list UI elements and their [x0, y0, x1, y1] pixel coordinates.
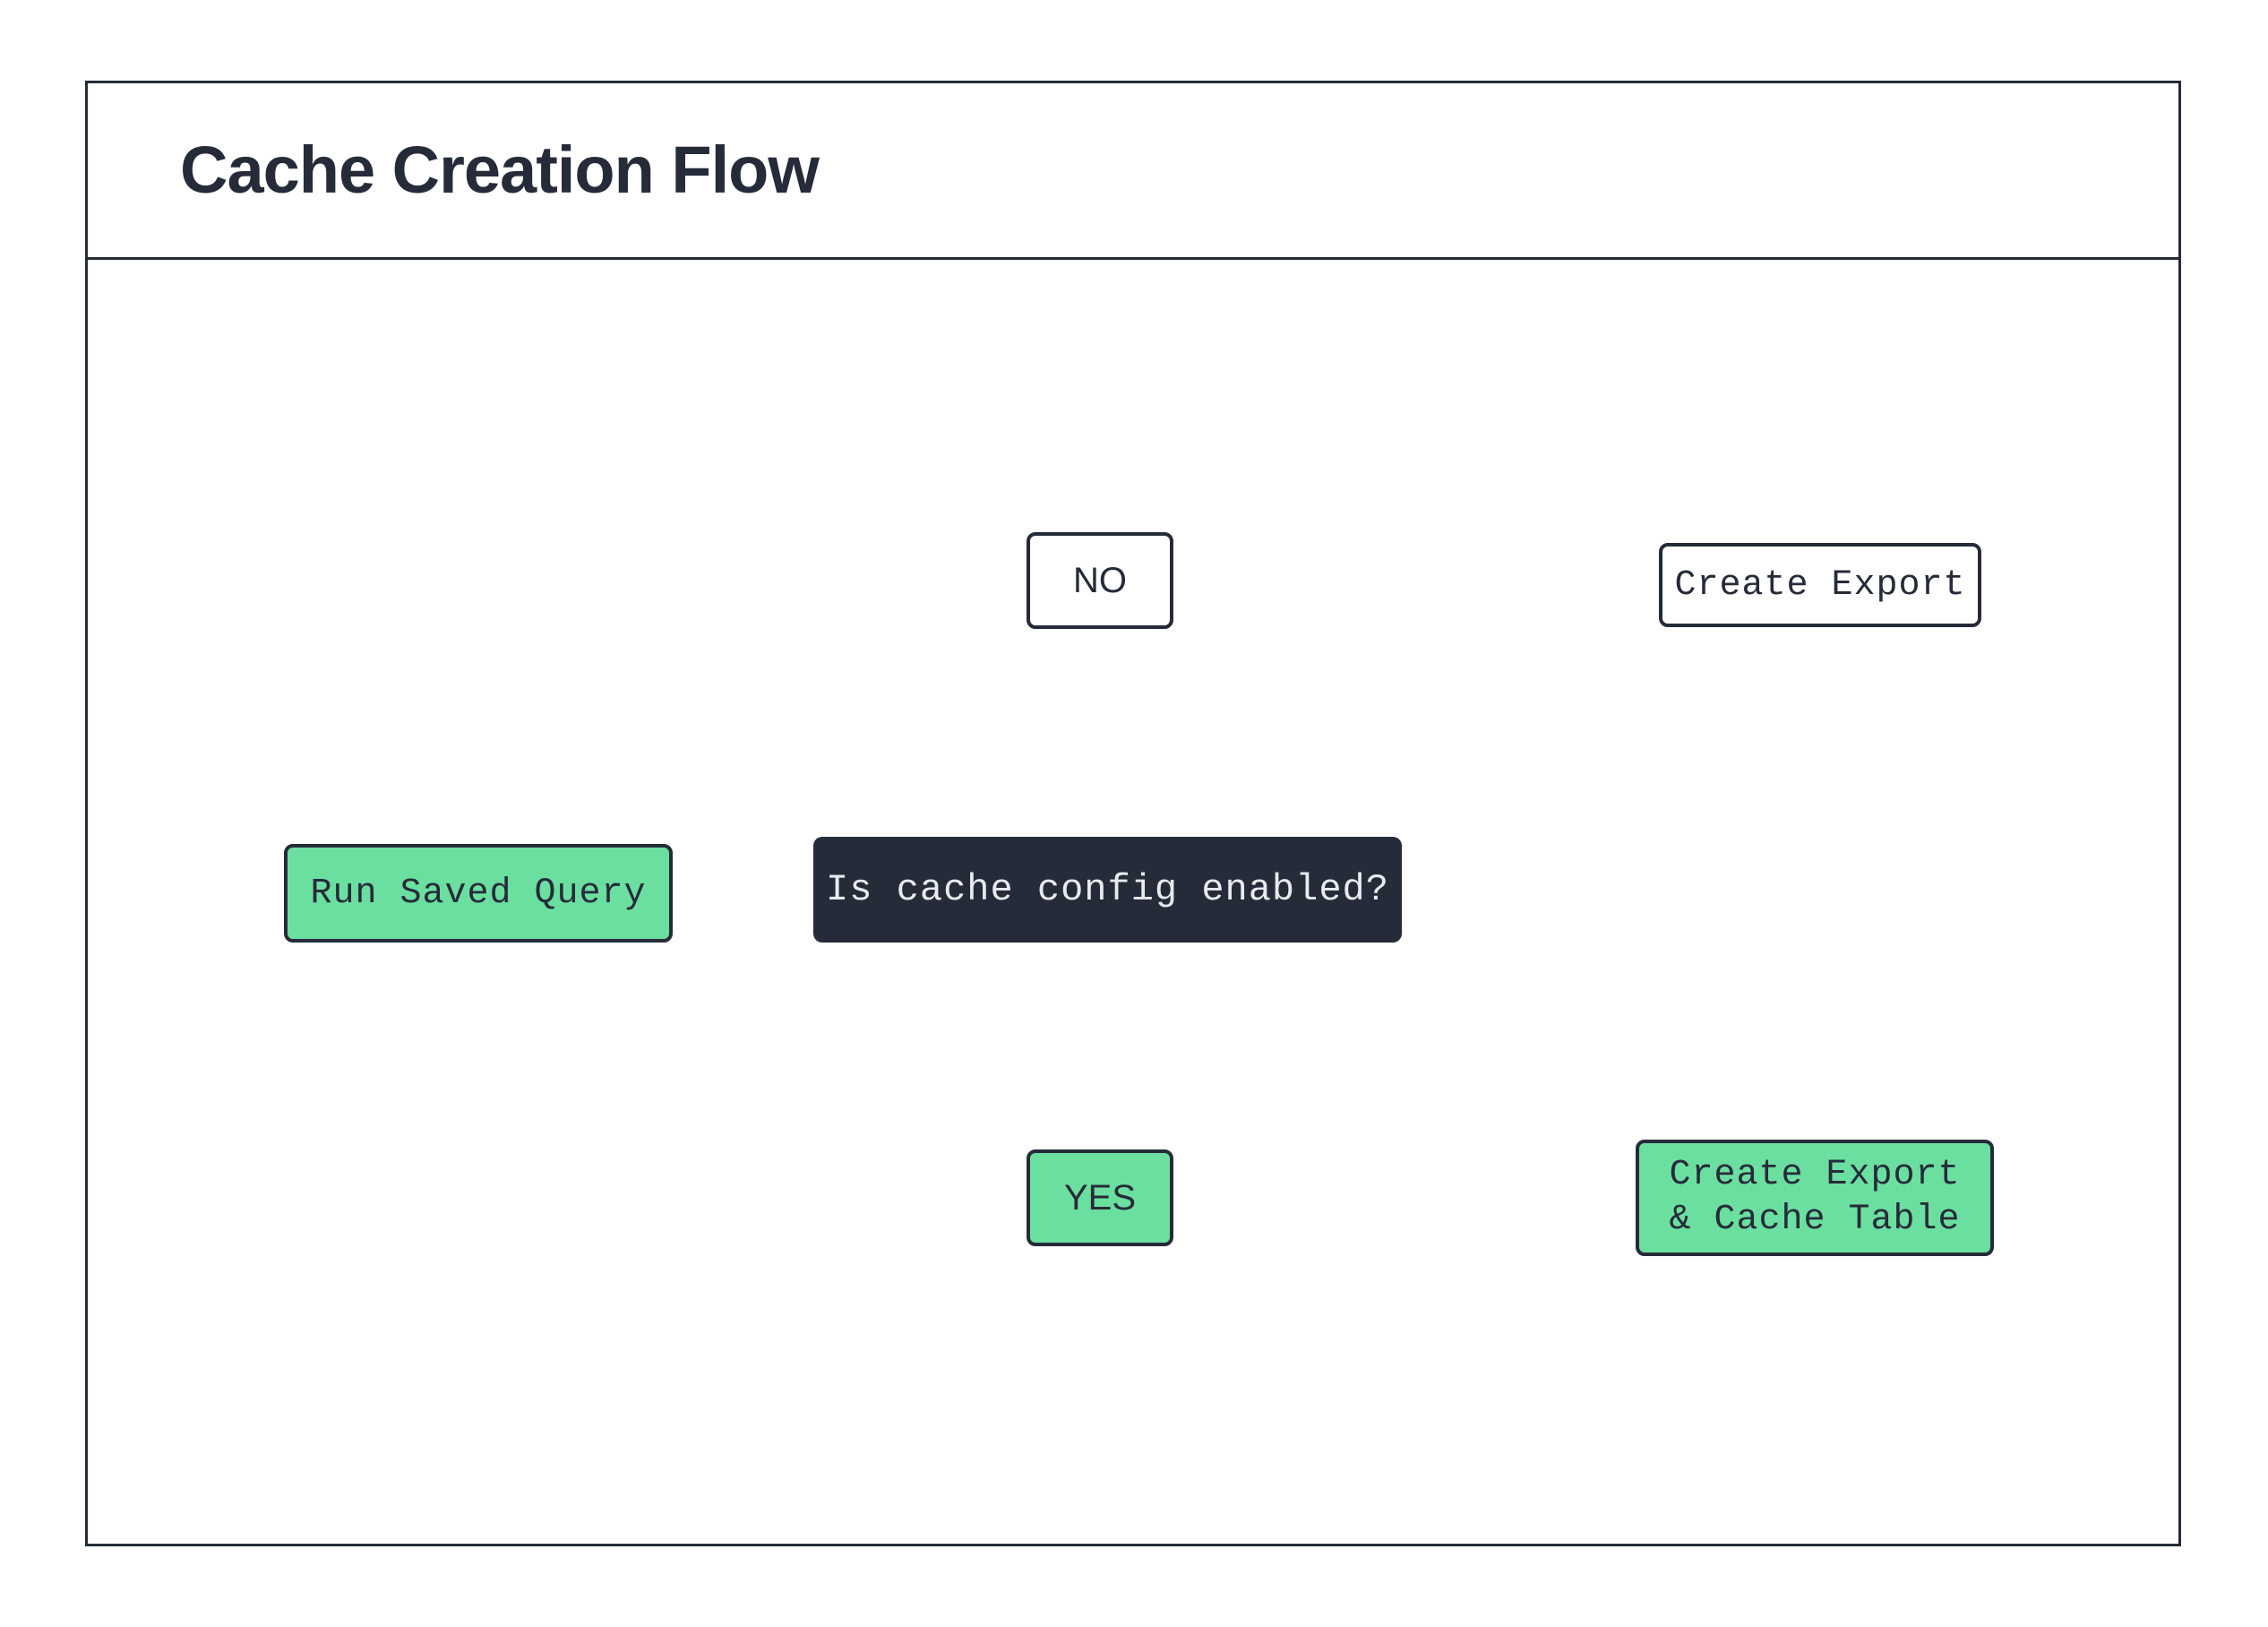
- node-decision-cache-config[interactable]: Is cache config enabled?: [813, 837, 1402, 943]
- node-db-cache-table-label-line-2: & Cache Table: [1669, 1200, 1961, 1240]
- node-branch-no[interactable]: NO: [1027, 532, 1173, 629]
- node-db-cache-table-label-line-1: Create Export: [1669, 1155, 1961, 1195]
- node-branch-yes-label: YES: [1063, 1177, 1137, 1218]
- node-branch-yes[interactable]: YES: [1027, 1149, 1173, 1246]
- node-branch-no-label: NO: [1073, 560, 1127, 600]
- node-decision-label: Is cache config enabled?: [826, 868, 1389, 911]
- diagram-frame: Cache Creation Flow: [85, 81, 2181, 1546]
- page-title: Cache Creation Flow: [180, 133, 820, 207]
- diagram-frame-header: Cache Creation Flow: [88, 83, 2178, 260]
- node-run-saved-query[interactable]: Run Saved Query: [284, 844, 673, 943]
- node-db-create-export-cache-table-label-box[interactable]: Create Export & Cache Table: [1636, 1140, 1994, 1256]
- node-db-create-export-label: Create Export: [1674, 564, 1966, 606]
- node-db-create-export-label-box[interactable]: Create Export: [1659, 543, 1981, 627]
- node-run-saved-query-label: Run Saved Query: [310, 873, 647, 914]
